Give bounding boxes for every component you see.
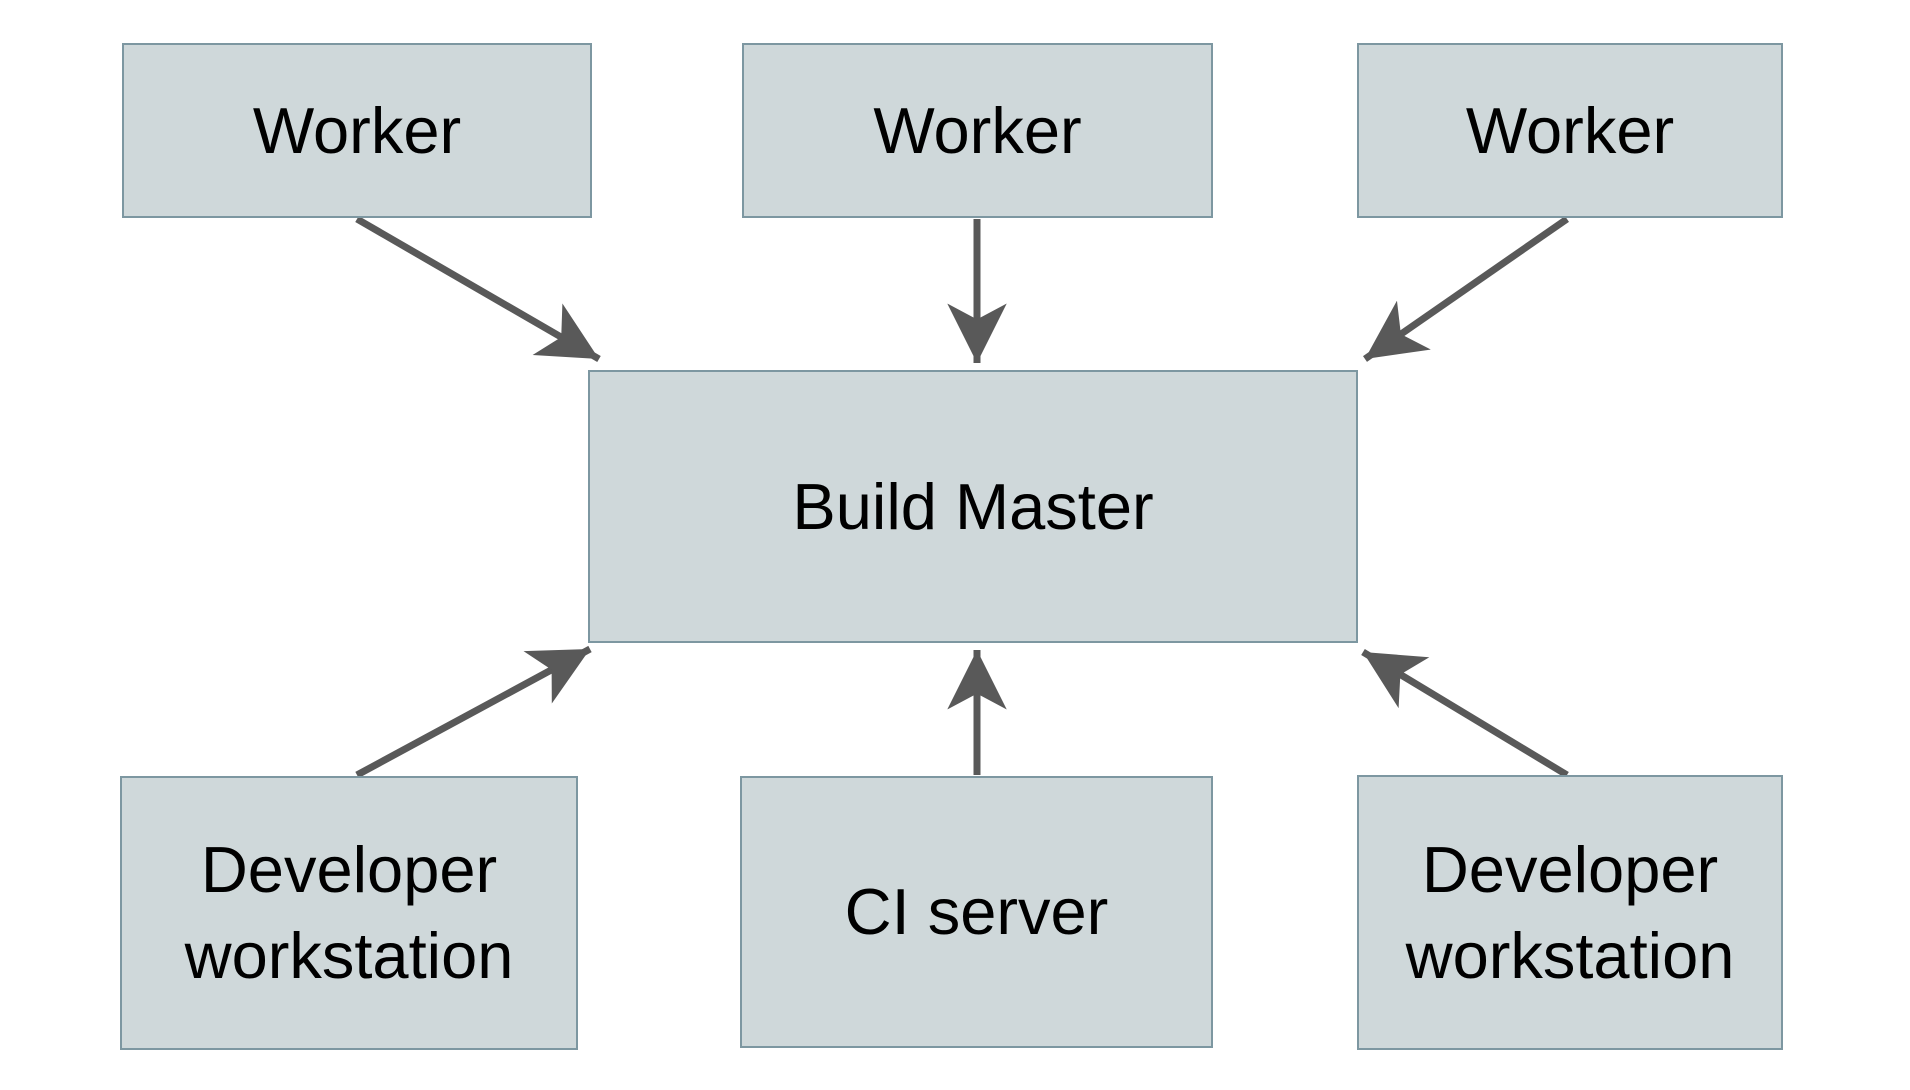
node-build-master: Build Master <box>588 370 1358 643</box>
node-worker-3: Worker <box>1357 43 1783 218</box>
node-worker-2-label: Worker <box>873 93 1082 167</box>
edge-devleft-to-buildmaster <box>355 645 592 779</box>
edge-worker1-to-buildmaster <box>355 215 601 363</box>
node-ci-server-label: CI server <box>844 875 1109 949</box>
node-developer-workstation-right-label: Developer workstation <box>1405 832 1735 992</box>
node-worker-1: Worker <box>122 43 592 218</box>
edge-devright-to-buildmaster <box>1361 649 1569 778</box>
node-developer-workstation-right: Developer workstation <box>1357 775 1783 1050</box>
node-worker-1-label: Worker <box>252 93 462 167</box>
node-developer-workstation-left: Developer workstation <box>120 776 578 1050</box>
node-worker-2: Worker <box>742 43 1213 218</box>
node-developer-workstation-left-label: Developer workstation <box>184 833 514 992</box>
node-ci-server: CI server <box>740 776 1213 1048</box>
node-build-master-label: Build Master <box>792 469 1154 543</box>
edge-worker3-to-buildmaster <box>1363 216 1569 362</box>
node-worker-3-label: Worker <box>1465 93 1675 167</box>
